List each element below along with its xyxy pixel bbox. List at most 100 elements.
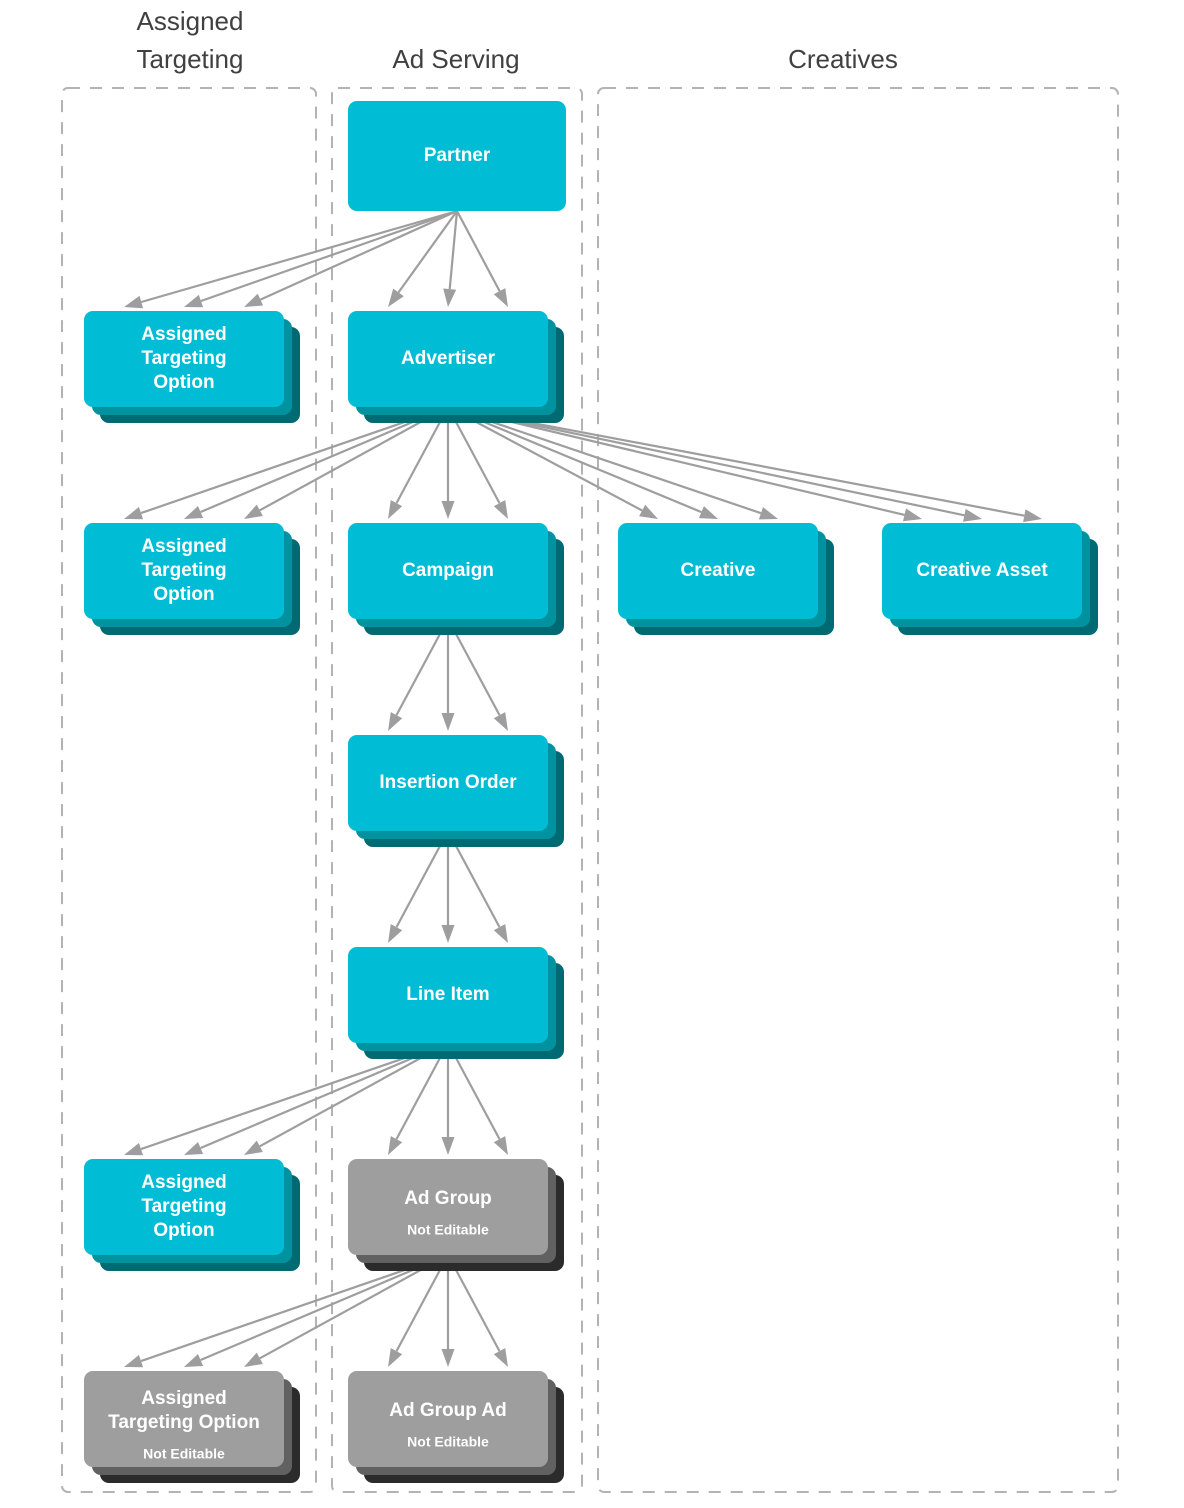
edge-line	[397, 210, 458, 294]
arrowhead-icon	[244, 1140, 263, 1155]
edge-partner-to-advertiser	[388, 210, 508, 307]
edge-line	[447, 405, 702, 514]
node-card[interactable]	[84, 523, 284, 619]
node-campaign[interactable]: Campaign	[348, 523, 564, 635]
node-card[interactable]	[84, 311, 284, 407]
edge-line	[447, 1254, 501, 1352]
lane-borders	[61, 87, 1119, 1493]
edge-line	[140, 1041, 449, 1151]
arrowhead-icon	[493, 288, 508, 307]
edge-line	[395, 830, 449, 928]
arrowhead-icon	[124, 1355, 144, 1368]
edge-line	[140, 209, 458, 304]
node-label: Assigned	[141, 324, 227, 345]
edge-line	[447, 618, 501, 716]
arrowhead-icon	[441, 1137, 455, 1155]
column-titles: Assigned Targeting Ad Serving Creatives	[137, 6, 898, 74]
node-label: Option	[153, 372, 214, 393]
node-creative-asset[interactable]: Creative Asset	[882, 523, 1098, 635]
arrowhead-icon	[388, 1136, 403, 1155]
edge-layer	[124, 209, 1042, 1368]
node-label: Insertion Order	[379, 772, 517, 793]
edge-line	[395, 406, 449, 504]
node-card[interactable]	[348, 735, 548, 831]
node-creative[interactable]: Creative	[618, 523, 834, 635]
arrowhead-icon	[758, 507, 778, 520]
edge-line	[140, 405, 449, 515]
arrowhead-icon	[388, 924, 403, 943]
lane-assigned-targeting	[61, 87, 317, 1493]
arrowhead-icon	[493, 500, 508, 519]
edge-line	[200, 1253, 449, 1362]
node-line-item[interactable]: Line Item	[348, 947, 564, 1059]
edge-line-item-to-ato-lineitem	[124, 1041, 449, 1156]
node-ad-group-ad[interactable]: Ad Group Ad Not Editable	[348, 1371, 564, 1483]
arrowhead-icon	[441, 501, 455, 519]
node-label: Campaign	[402, 560, 494, 581]
edge-line	[395, 1254, 449, 1352]
arrowhead-icon	[441, 713, 455, 731]
node-layer: PartnerAssignedTargetingOptionAdvertiser…	[84, 101, 1098, 1483]
node-label: Targeting	[141, 348, 226, 369]
node-card[interactable]	[84, 1371, 284, 1467]
edge-line-item-to-ad-group	[388, 1042, 508, 1155]
edge-line	[259, 209, 458, 301]
arrowhead-icon	[443, 288, 457, 307]
node-card[interactable]	[348, 523, 548, 619]
node-label: Ad Group	[404, 1188, 492, 1209]
node-sublabel: Not Editable	[407, 1434, 489, 1450]
node-label: Option	[153, 1220, 214, 1241]
node-label: Assigned	[141, 536, 227, 557]
node-label: Targeting Option	[108, 1412, 260, 1433]
node-advertiser[interactable]: Advertiser	[348, 311, 564, 423]
arrowhead-icon	[493, 924, 508, 943]
node-card[interactable]	[348, 1371, 548, 1467]
edge-line	[200, 1041, 449, 1150]
node-card[interactable]	[84, 1159, 284, 1255]
edge-campaign-to-insertion-order	[388, 618, 508, 731]
arrowhead-icon	[184, 506, 204, 519]
edge-line	[447, 405, 905, 516]
arrowhead-icon	[388, 712, 403, 731]
node-label: Creative	[681, 560, 756, 581]
edge-partner-to-ato-partner	[124, 209, 458, 309]
node-label: Ad Group Ad	[389, 1400, 507, 1421]
lane-creatives	[597, 87, 1119, 1493]
arrowhead-icon	[388, 288, 404, 307]
edge-line	[448, 210, 459, 290]
column-title-assigned-targeting-line2: Targeting	[137, 44, 244, 74]
edge-line	[259, 1042, 449, 1148]
arrowhead-icon	[903, 508, 922, 522]
node-label: Targeting	[141, 1196, 226, 1217]
arrowhead-icon	[441, 925, 455, 943]
arrowhead-icon	[493, 1136, 508, 1155]
node-label: Partner	[424, 145, 491, 166]
node-label: Assigned	[141, 1388, 227, 1409]
arrowhead-icon	[124, 1143, 144, 1156]
node-card[interactable]	[348, 947, 548, 1043]
node-label: Option	[153, 584, 214, 605]
node-card[interactable]	[348, 311, 548, 407]
node-card[interactable]	[618, 523, 818, 619]
column-title-creatives: Creatives	[788, 44, 898, 74]
node-insertion-order[interactable]: Insertion Order	[348, 735, 564, 847]
node-label: Assigned	[141, 1172, 227, 1193]
edge-ad-group-to-ato-adgroup	[124, 1253, 449, 1368]
node-partner[interactable]: Partner	[348, 101, 566, 211]
edge-line	[447, 830, 501, 928]
node-card[interactable]	[882, 523, 1082, 619]
arrowhead-icon	[184, 1142, 204, 1155]
node-sublabel: Not Editable	[143, 1446, 225, 1462]
node-card[interactable]	[348, 101, 566, 211]
node-label: Advertiser	[401, 348, 496, 369]
arrowhead-icon	[184, 1354, 204, 1367]
edge-line	[140, 1253, 449, 1363]
arrowhead-icon	[639, 504, 658, 519]
node-card[interactable]	[348, 1159, 548, 1255]
